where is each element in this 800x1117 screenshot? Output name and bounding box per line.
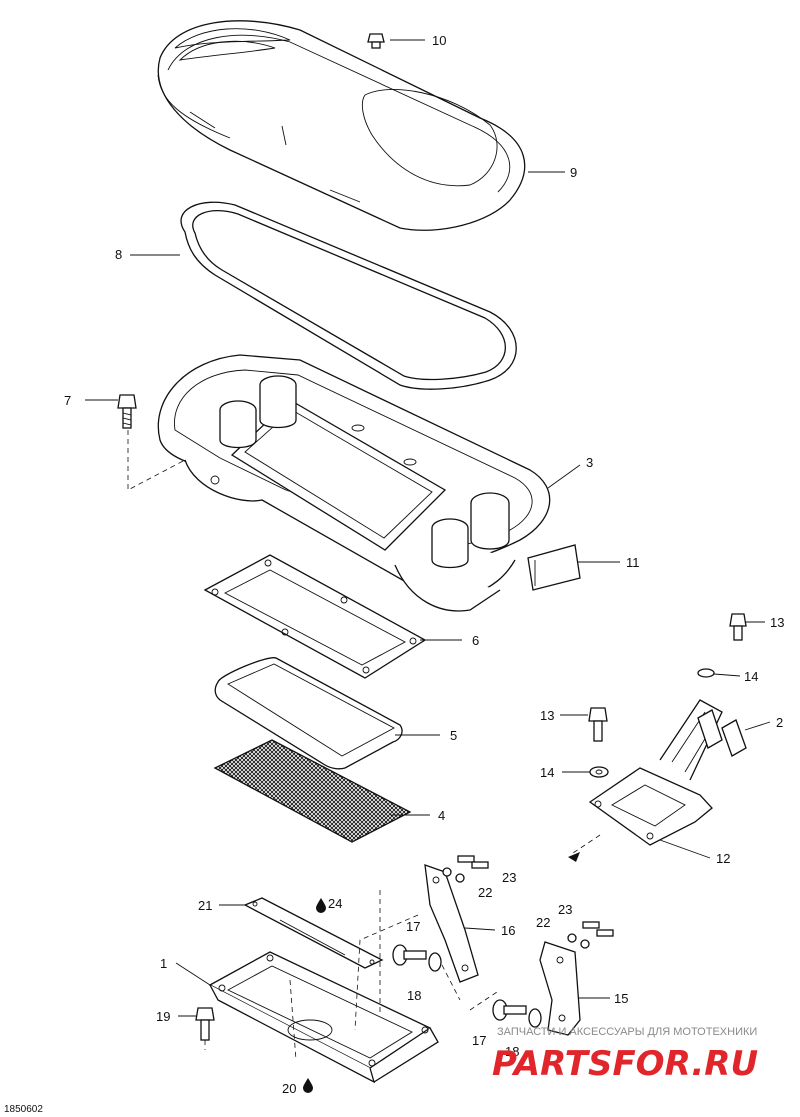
label-17a: 17 — [406, 919, 420, 934]
label-21: 21 — [198, 898, 212, 913]
label-8: 8 — [115, 247, 122, 262]
part-22b-nuts — [567, 933, 590, 949]
part-1-base-plate — [208, 951, 439, 1084]
part-17b-bolt — [492, 999, 527, 1021]
part-5-filter-gasket — [214, 657, 403, 770]
label-17b: 17 — [472, 1033, 486, 1048]
part-11-clip — [527, 544, 581, 591]
label-6: 6 — [472, 633, 479, 648]
label-20: 20 — [282, 1081, 296, 1096]
assembly-lines — [127, 430, 601, 1061]
label-2: 2 — [776, 715, 783, 730]
label-11: 11 — [626, 555, 640, 570]
label-7: 7 — [64, 393, 71, 408]
part-7-screw — [117, 394, 137, 429]
watermark-logo: PARTSFOR.RU — [492, 1044, 758, 1084]
label-5: 5 — [450, 728, 457, 743]
label-14a: 14 — [744, 669, 758, 684]
part-19-bolt — [195, 1007, 215, 1041]
part-3-airbox — [157, 354, 551, 612]
label-16: 16 — [501, 923, 515, 938]
part-15-bracket — [539, 941, 581, 1036]
part-14a-washer — [697, 668, 715, 678]
label-24: 24 — [328, 896, 342, 911]
label-22b: 22 — [536, 915, 550, 930]
part-23b-bolts — [582, 921, 614, 937]
label-22a: 22 — [478, 885, 492, 900]
part-21-strip — [243, 897, 384, 969]
part-2-rubber-blocks — [697, 709, 747, 757]
label-13b: 13 — [540, 708, 554, 723]
part-8-gasket — [180, 201, 517, 390]
label-19: 19 — [156, 1009, 170, 1024]
label-15: 15 — [614, 991, 628, 1006]
part-17a-bolt — [392, 944, 427, 966]
label-18b: 18 — [505, 1044, 519, 1059]
part-4-filter-element — [213, 739, 412, 843]
part-13b-screw — [588, 707, 608, 742]
part-18b-washer — [528, 1008, 542, 1028]
label-23a: 23 — [502, 870, 516, 885]
part-10-screw — [367, 33, 385, 49]
label-14b: 14 — [540, 765, 554, 780]
label-4: 4 — [438, 808, 445, 823]
part-13a-screw — [729, 613, 747, 641]
part-24-drop-icon — [316, 898, 326, 913]
label-10: 10 — [432, 33, 446, 48]
label-1: 1 — [160, 956, 167, 971]
label-9: 9 — [570, 165, 577, 180]
label-3: 3 — [586, 455, 593, 470]
label-13a: 13 — [770, 615, 784, 630]
part-20-drop-icon — [303, 1078, 313, 1093]
part-23a-bolts — [457, 855, 489, 869]
part-22a-nuts — [442, 867, 465, 883]
arrow — [568, 852, 580, 862]
label-12: 12 — [716, 851, 730, 866]
part-16-bracket — [424, 864, 479, 983]
part-14b-washer — [589, 766, 609, 778]
label-23b: 23 — [558, 902, 572, 917]
leader-lines — [85, 39, 771, 1017]
label-18a: 18 — [407, 988, 421, 1003]
watermark-tagline: ЗАПЧАСТИ И АКСЕССУАРЫ ДЛЯ МОТОТЕХНИКИ — [497, 1026, 757, 1038]
diagram-code: 1850602 — [4, 1104, 43, 1115]
part-9-cover — [157, 20, 526, 231]
part-18a-washer — [428, 952, 442, 972]
